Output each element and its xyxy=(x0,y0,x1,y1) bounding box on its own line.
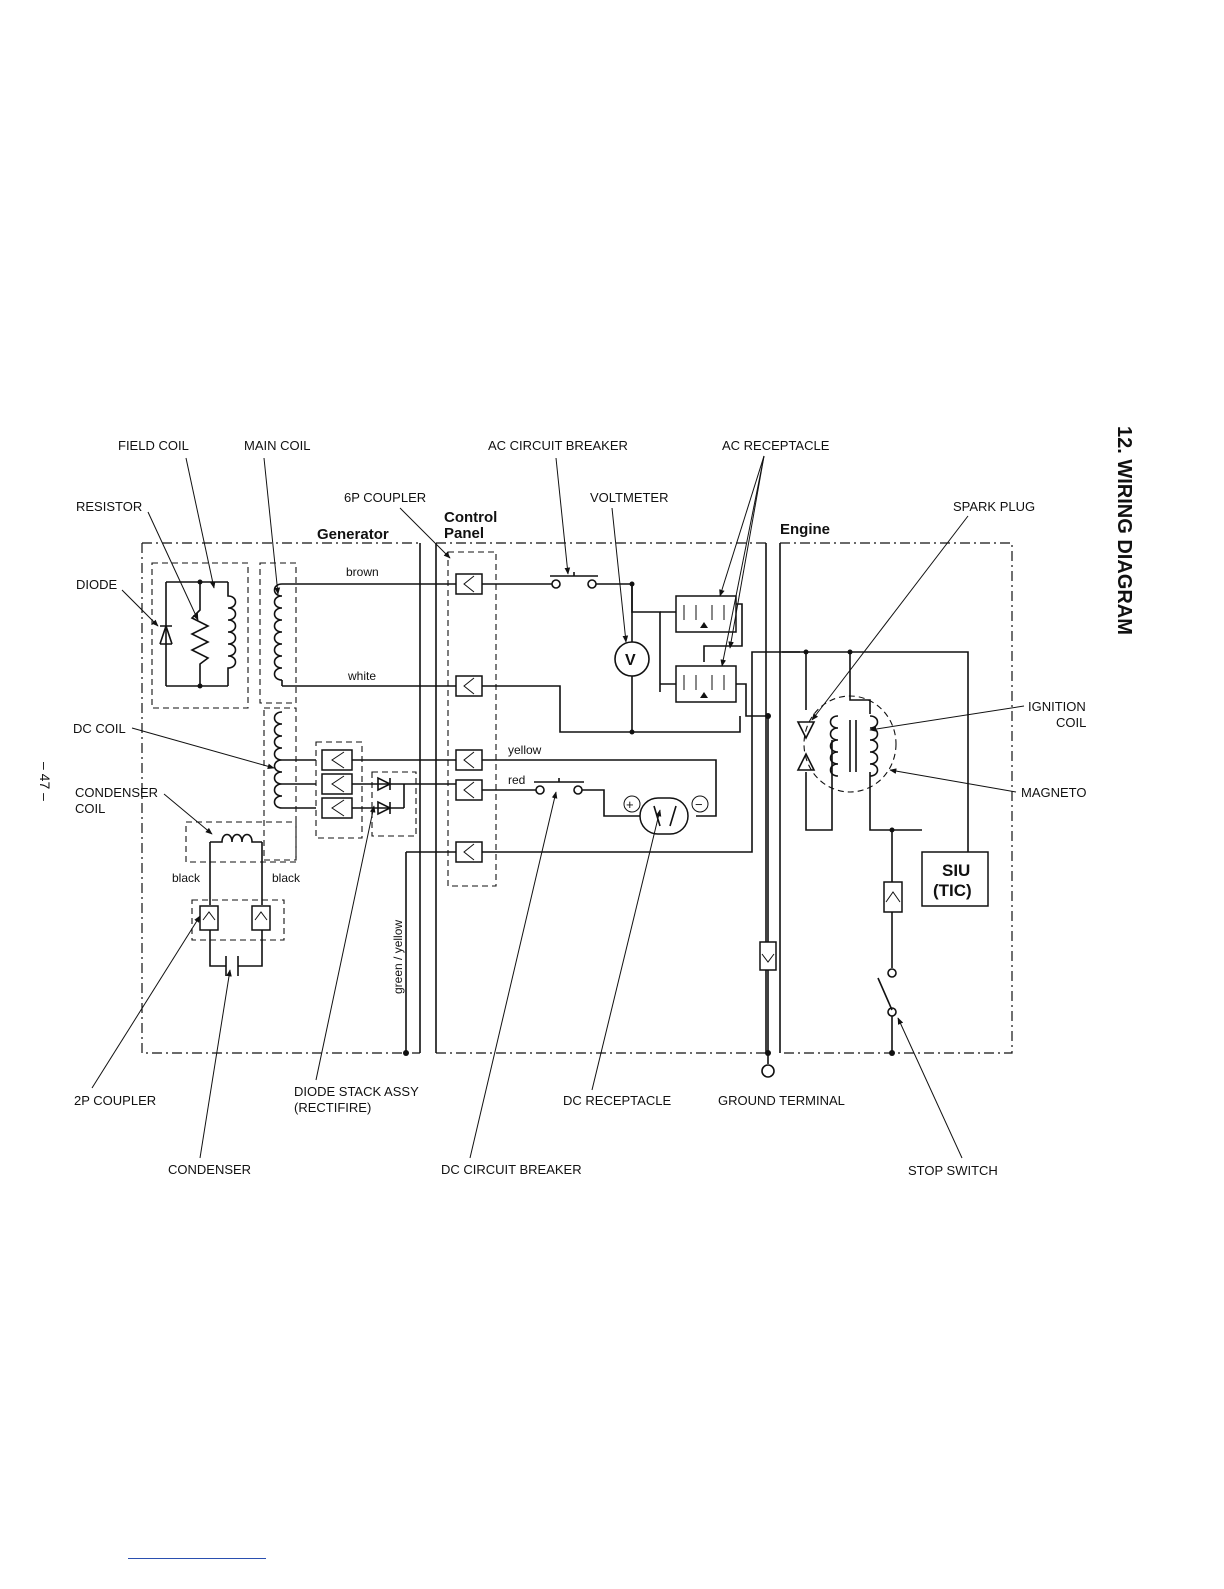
page-number: – 47 – xyxy=(37,762,53,801)
label-main-coil: MAIN COIL xyxy=(244,438,310,453)
footnote-rule xyxy=(128,1558,266,1559)
engine-title: Engine xyxy=(780,521,830,538)
label-dc-circuit-breaker: DC CIRCUIT BREAKER xyxy=(441,1162,582,1177)
wire-label-brown: brown xyxy=(346,565,379,579)
voltmeter-symbol: V xyxy=(625,652,636,669)
wire-label-black-right: black xyxy=(272,871,301,885)
dc-receptacle: + − xyxy=(623,795,709,835)
label-diode-stack: DIODE STACK ASSY xyxy=(294,1084,419,1099)
label-ac-receptacle: AC RECEPTACLE xyxy=(722,438,830,453)
engine-circuit xyxy=(782,649,969,1056)
control-panel-title: Control xyxy=(444,509,497,526)
main-coil xyxy=(259,562,456,704)
ac-receptacle-upper xyxy=(660,595,743,662)
voltmeter: V xyxy=(614,641,650,677)
field-coil-assembly xyxy=(151,562,249,709)
ac-receptacle-lower xyxy=(660,665,768,717)
label-ignition-coil-2: COIL xyxy=(1056,715,1086,730)
engine-section xyxy=(779,542,1013,1054)
label-6p-coupler: 6P COUPLER xyxy=(344,490,426,505)
wire-label-green-yellow: green / yellow xyxy=(391,920,405,994)
dc-coupler xyxy=(315,741,363,839)
label-dc-receptacle: DC RECEPTACLE xyxy=(563,1093,671,1108)
wire-label-red: red xyxy=(508,773,525,787)
label-magneto: MAGNETO xyxy=(1021,785,1087,800)
label-2p-coupler: 2P COUPLER xyxy=(74,1093,156,1108)
label-ac-circuit-breaker: AC CIRCUIT BREAKER xyxy=(488,438,628,453)
spark-plug xyxy=(796,721,816,771)
dc-coil xyxy=(263,707,316,861)
condenser-symbol xyxy=(209,930,263,976)
dc-plus-symbol: + xyxy=(626,797,634,812)
label-stop-switch: STOP SWITCH xyxy=(908,1163,998,1178)
ac-circuit xyxy=(482,572,741,735)
diode-stack xyxy=(352,759,456,837)
two-p-coupler xyxy=(191,899,285,941)
label-spark-plug: SPARK PLUG xyxy=(953,499,1035,514)
label-condenser-coil-2: COIL xyxy=(75,801,105,816)
label-field-coil: FIELD COIL xyxy=(118,438,189,453)
wire-label-black-left: black xyxy=(172,871,201,885)
label-voltmeter: VOLTMETER xyxy=(590,490,669,505)
wire-label-white: white xyxy=(347,669,376,683)
ground-circuit xyxy=(403,651,800,1078)
label-ground-terminal: GROUND TERMINAL xyxy=(718,1093,845,1108)
label-diode: DIODE xyxy=(76,577,118,592)
dc-minus-symbol: − xyxy=(695,797,703,812)
generator-title: Generator xyxy=(317,526,389,543)
label-ignition-coil: IGNITION xyxy=(1028,699,1086,714)
condenser-coil xyxy=(185,821,297,905)
engine-coupler xyxy=(883,881,903,913)
control-panel-title-2: Panel xyxy=(444,525,484,542)
six-p-coupler xyxy=(447,551,497,887)
ignition-coil xyxy=(803,695,897,793)
label-dc-coil: DC COIL xyxy=(73,721,126,736)
dc-circuit xyxy=(482,759,717,817)
callout-lines xyxy=(91,455,1025,1159)
label-resistor: RESISTOR xyxy=(76,499,142,514)
label-condenser-coil: CONDENSER xyxy=(75,785,158,800)
tic-label: (TIC) xyxy=(933,881,972,900)
wire-label-yellow: yellow xyxy=(508,743,542,757)
generator-section xyxy=(141,542,437,1054)
label-diode-stack-2: (RECTIFIRE) xyxy=(294,1100,371,1115)
page-title: 12. WIRING DIAGRAM xyxy=(1113,426,1135,635)
siu-label: SIU xyxy=(942,861,970,880)
siu-tic-module: SIU (TIC) xyxy=(921,851,989,907)
label-condenser: CONDENSER xyxy=(168,1162,251,1177)
